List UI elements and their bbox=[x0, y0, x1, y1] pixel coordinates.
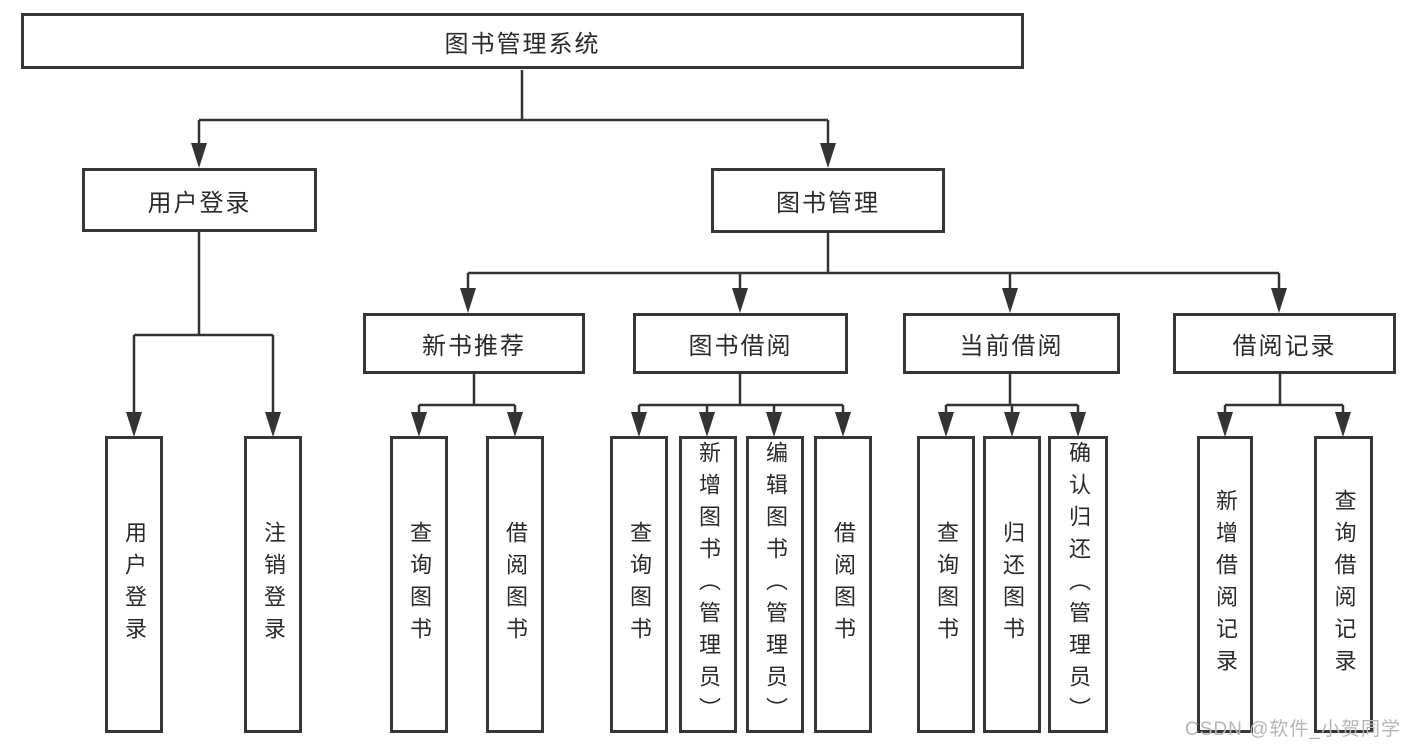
leaf-confirm-return-admin: 确认归还（管理员） bbox=[1048, 436, 1108, 733]
node-user-login: 用户登录 bbox=[82, 168, 317, 232]
node-borrowing-records: 借阅记录 bbox=[1173, 313, 1396, 374]
node-label: 新书推荐 bbox=[422, 333, 526, 360]
node-book-borrowing: 图书借阅 bbox=[633, 313, 848, 374]
node-label: 借阅图书 bbox=[503, 520, 528, 649]
leaf-edit-books-admin: 编辑图书（管理员） bbox=[746, 436, 804, 733]
leaf-borrow-books-borrowing: 借阅图书 bbox=[814, 436, 872, 733]
node-label: 借阅记录 bbox=[1232, 333, 1337, 360]
leaf-logout-login: 注销登录 bbox=[244, 436, 302, 733]
node-book-management: 图书管理 bbox=[711, 168, 945, 233]
leaf-add-borrow-record: 新增借阅记录 bbox=[1197, 436, 1253, 733]
leaf-user-login: 用户登录 bbox=[105, 436, 163, 733]
leaf-query-books-current: 查询图书 bbox=[917, 436, 975, 733]
leaf-return-books: 归还图书 bbox=[983, 436, 1041, 733]
node-label: 当前借阅 bbox=[959, 333, 1064, 360]
leaf-borrow-books-recommend: 借阅图书 bbox=[486, 436, 544, 733]
node-label: 查询图书 bbox=[627, 520, 652, 649]
node-label: 用户登录 bbox=[147, 189, 252, 217]
node-label: 确认归还（管理员） bbox=[1066, 440, 1091, 729]
leaf-query-books-recommend: 查询图书 bbox=[390, 436, 448, 733]
node-label: 用户登录 bbox=[122, 520, 147, 649]
node-label: 图书管理 bbox=[776, 190, 880, 217]
node-library-system-root: 图书管理系统 bbox=[21, 13, 1024, 69]
node-label: 图书借阅 bbox=[688, 333, 793, 360]
csdn-watermark: CSDN @软件_小贺同学 bbox=[1185, 719, 1401, 740]
node-label: 归还图书 bbox=[1000, 520, 1025, 649]
node-label: 注销登录 bbox=[261, 520, 286, 649]
node-label: 编辑图书（管理员） bbox=[763, 440, 788, 729]
leaf-query-borrow-record: 查询借阅记录 bbox=[1314, 436, 1373, 733]
leaf-add-books-admin: 新增图书（管理员） bbox=[679, 436, 737, 733]
node-label: 图书管理系统 bbox=[444, 30, 601, 58]
node-label: 借阅图书 bbox=[831, 520, 856, 649]
node-current-borrowing: 当前借阅 bbox=[903, 313, 1120, 374]
node-label: 新增借阅记录 bbox=[1213, 488, 1238, 681]
node-label: 查询图书 bbox=[407, 520, 432, 649]
node-new-book-recommend: 新书推荐 bbox=[363, 313, 585, 374]
node-label: 查询图书 bbox=[934, 520, 959, 649]
node-label: 查询借阅记录 bbox=[1331, 488, 1357, 681]
leaf-query-books-borrowing: 查询图书 bbox=[610, 436, 668, 733]
node-label: 新增图书（管理员） bbox=[696, 440, 721, 729]
